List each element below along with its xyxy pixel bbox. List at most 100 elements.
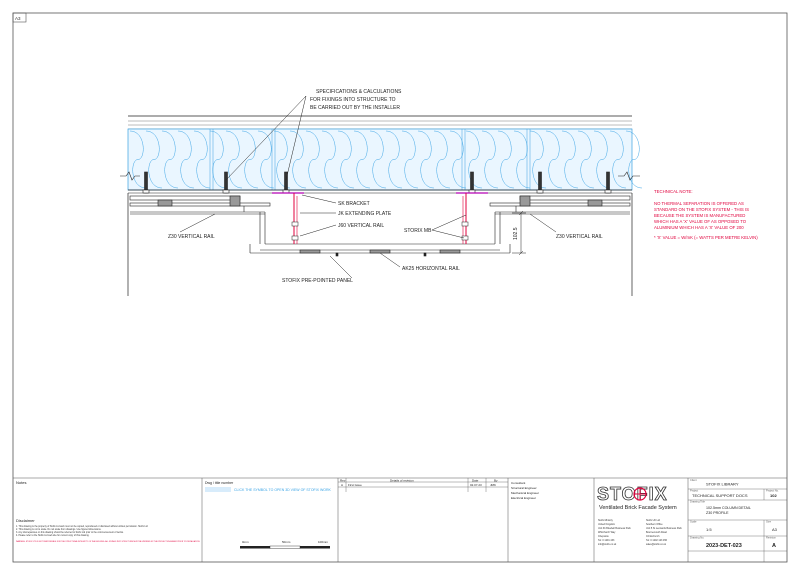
fixing-bolt xyxy=(142,171,150,194)
insulation-hatch xyxy=(257,130,275,189)
sheet-border xyxy=(12,12,788,563)
insulation-hatch xyxy=(209,130,227,189)
warning-text: WARNING: STOFIX LTD IS NOT RESPONSIBLE F… xyxy=(16,540,200,543)
fixing-bolt xyxy=(536,171,544,194)
drawing-no-value: 2023-DET-023 xyxy=(706,543,742,549)
right-z30-rail xyxy=(489,195,631,244)
insulation-hatch xyxy=(241,130,259,189)
insulation-hatch xyxy=(625,130,643,189)
contact-right-6: sales@stofix.co.uk xyxy=(646,543,667,546)
title-block: Notes Disclaimer 1. This drawing is the … xyxy=(13,477,787,562)
callout-sk-bracket: SK BRACKET xyxy=(338,201,370,207)
size-label: Size xyxy=(766,520,772,524)
insulation-hatch xyxy=(449,130,467,189)
insulation-hatch xyxy=(481,130,499,189)
contact-right-5: Tel: 0 1202 123 456 xyxy=(646,539,668,542)
insulation-hatch xyxy=(225,130,243,189)
insulation-hatch xyxy=(561,130,579,189)
contact-left-5: Tel: 0 1291 433 xyxy=(598,539,615,542)
tech-note-line4: WHICH HAS A 'X' VALUE OF AS OPPOSED TO xyxy=(654,219,747,224)
stofix-logo: STOFIX xyxy=(597,484,668,504)
disclaimer-line-1: 1. This drawing is the property of Stofi… xyxy=(16,525,148,528)
client-value: STOFIX LIBRARY xyxy=(706,482,739,487)
insulation-hatch xyxy=(497,130,515,189)
insulation-hatch xyxy=(273,130,291,189)
disclaimer-line-2: 2. This drawing is not to scale. Do not … xyxy=(16,528,102,531)
fixing-bolt xyxy=(604,171,612,194)
insulation-hatch xyxy=(513,130,531,189)
scale-value: 1:5 xyxy=(706,527,712,532)
dwg-title-label: Dwg / title number xyxy=(205,481,234,485)
section-drawing: 102.5 SPECIFICATIONS & CALCULATIONS xyxy=(120,89,758,296)
tech-note-line1: NO THERMAL SEPARATION IS OFFERED AS xyxy=(654,201,744,206)
insulation-hatch xyxy=(321,130,339,189)
insulation-hatch xyxy=(305,130,323,189)
rev-header-details: Details of revision xyxy=(390,479,414,483)
callout-spec-line2: FOR FIXINGS INTO STRUCTURE TO xyxy=(310,97,396,103)
insulation-hatch xyxy=(529,130,547,189)
tech-note-line2: STANDARD ON THE STOFIX SYSTEM - THIS IS xyxy=(654,207,749,212)
insulation-hatch xyxy=(177,130,195,189)
callout-j60-rail: J60 VERTICAL RAIL xyxy=(338,223,384,229)
callout-panel: STOFIX PRE-POINTED PANEL xyxy=(282,278,353,284)
contact-left-1: United Kingdom xyxy=(598,523,615,526)
insulation-hatch xyxy=(353,130,371,189)
3d-view-icon[interactable] xyxy=(205,487,231,492)
contact-left-2: Unit 3b Bluebell Business Park xyxy=(598,527,631,530)
break-symbol-left xyxy=(120,171,140,181)
scale-bar: 0mm 50mm 100mm xyxy=(240,540,330,549)
rev-header-by: By xyxy=(494,479,498,483)
break-symbol-right xyxy=(618,171,640,181)
insulation-hatch xyxy=(609,130,627,189)
contact-left-3: Whitchurch Way xyxy=(598,531,616,534)
drawing-title-1: 102.5mm COLUMN DETAIL xyxy=(706,506,751,510)
insulation-hatch xyxy=(433,130,451,189)
rev-header-rev: Rev xyxy=(340,479,346,483)
contact-right-0: Stofix UK Ltd xyxy=(646,519,661,522)
project-label: Project xyxy=(690,489,698,493)
dimension-label: 102.5 xyxy=(513,227,519,240)
disclaimer-line-3: 3. Any discrepancies on this drawing sho… xyxy=(16,531,124,534)
project-value: TECHNICAL SUPPORT DOCS xyxy=(692,493,748,498)
callout-spec-line1: SPECIFICATIONS & CALCULATIONS xyxy=(316,89,402,95)
revision-table: Rev Details of revision Date By A First … xyxy=(338,478,508,492)
column-panel xyxy=(249,243,511,257)
tech-note-heading: TECHNICAL NOTE: xyxy=(654,189,693,194)
insulation-hatch xyxy=(129,130,147,189)
insulation-hatch xyxy=(337,130,355,189)
contact-right-3: Bournemouth Road xyxy=(646,531,667,534)
tech-note-line6: * 'X' VALUE = W/mK (= WATTS PER METRE KE… xyxy=(654,235,758,240)
insulation-hatch xyxy=(401,130,419,189)
insulation-layer xyxy=(127,128,633,191)
insulation-hatch xyxy=(193,130,211,189)
consultant-2: Mechanical Engineer xyxy=(511,491,539,495)
scale-label-50: 50mm xyxy=(282,540,291,544)
sheet-corner-box xyxy=(12,12,27,23)
insulation-hatch xyxy=(369,130,387,189)
consultant-3: Electrical Engineer xyxy=(511,496,536,500)
scale-label-100: 100mm xyxy=(318,540,329,544)
drawing-no-label: Drawing No. xyxy=(690,536,705,540)
drawing-title-2: Z30 PROFILE xyxy=(706,511,729,515)
contact-left-6: info@stofix.co.uk xyxy=(598,543,617,546)
sk-bracket-right xyxy=(456,192,488,244)
consultant-1: Structural Engineer xyxy=(511,486,537,490)
disclaimer-label: Disclaimer xyxy=(16,518,35,523)
consultant-0: Consultant xyxy=(511,481,526,485)
callout-z30-left: Z30 VERTICAL RAIL xyxy=(168,234,215,240)
contact-right-1: Southern Office xyxy=(646,523,663,526)
scale-field-label: Scale xyxy=(690,520,697,524)
rev-header-date: Date xyxy=(472,479,479,483)
rev-row-details: First Issue xyxy=(348,483,362,487)
tech-note-line5: ALUMINIUM WHICH HAS A 'X' VALUE OF 200 xyxy=(654,225,744,230)
technical-note: TECHNICAL NOTE: NO THERMAL SEPARATION IS… xyxy=(654,189,758,240)
disclaimer-line-4: 4. Please refer to the Stofix Ltd web si… xyxy=(16,534,90,537)
tech-note-line3: BECAUSE THE SYSTEM IS MANUFACTURED xyxy=(654,213,745,218)
contact-right-4: Christchurch xyxy=(646,535,660,538)
3d-view-link[interactable]: CLICK THE SYMBOL TO OPEN 3D VIEW OF STOF… xyxy=(234,488,332,492)
insulation-hatch xyxy=(385,130,403,189)
contact-left-0: Stofix Ministry xyxy=(598,519,614,522)
logo-tagline: Ventilated Brick Facade System xyxy=(599,505,677,511)
revision-value: A xyxy=(772,543,776,549)
